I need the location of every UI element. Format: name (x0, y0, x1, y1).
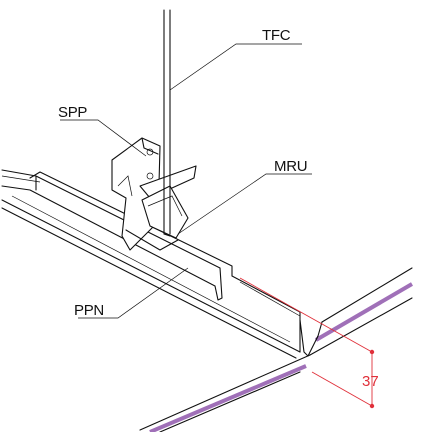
dimension-37: 37 (239, 277, 379, 409)
dimension-value: 37 (362, 373, 379, 390)
threaded-rod (163, 9, 171, 237)
ceiling-panel (139, 267, 414, 432)
label-tfc: TFC (262, 27, 291, 44)
label-ppn: PPN (74, 302, 104, 319)
label-spp: SPP (58, 104, 87, 121)
gasket-strip-lower (149, 364, 307, 432)
leader-lines (60, 43, 312, 319)
gasket-strip-upper (314, 282, 414, 342)
dimension-point-top (369, 349, 375, 355)
hanger-bracket (111, 137, 197, 251)
label-mru: MRU (274, 158, 307, 175)
dimension-point-bottom (369, 403, 375, 409)
